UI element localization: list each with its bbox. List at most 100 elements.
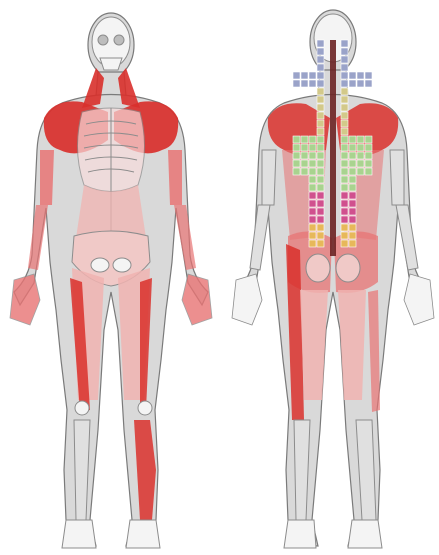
front-body-view <box>10 13 212 548</box>
spine-grid-cell <box>357 160 364 167</box>
spine-grid-cell <box>349 216 356 223</box>
spine-grid-cell <box>317 56 324 63</box>
front-knees <box>75 401 152 415</box>
spine-grid-cell <box>293 168 300 175</box>
spine-grid-cell <box>349 72 356 79</box>
spine-grid-cell <box>357 152 364 159</box>
spine-grid-cell <box>317 192 324 199</box>
spine-grid-cell <box>341 96 348 103</box>
spine-grid-cell <box>341 184 348 191</box>
spine-grid-cell <box>293 160 300 167</box>
spine-grid-cell <box>309 176 316 183</box>
spine-grid-cell <box>309 200 316 207</box>
spine-grid-cell <box>317 216 324 223</box>
spine-grid-cell <box>317 176 324 183</box>
spine-grid-cell <box>349 200 356 207</box>
spine-grid-cell <box>301 136 308 143</box>
spine-grid-cell <box>309 216 316 223</box>
spine-grid-cell <box>301 168 308 175</box>
spine-grid-cell <box>309 144 316 151</box>
spine-grid-cell <box>317 48 324 55</box>
spine-grid-cell <box>341 104 348 111</box>
spine-grid-cell <box>317 64 324 71</box>
spine-grid-cell <box>365 160 372 167</box>
spine-grid-cell <box>309 240 316 247</box>
spine-grid-cell <box>341 208 348 215</box>
spine-grid-cell <box>293 136 300 143</box>
spine-grid-cell <box>341 152 348 159</box>
spine-grid-cell <box>309 192 316 199</box>
spine-grid-cell <box>293 144 300 151</box>
spine-grid-cell <box>309 72 316 79</box>
spine-grid-cell <box>357 72 364 79</box>
spine-grid-cell <box>341 80 348 87</box>
spine-grid-cell <box>341 240 348 247</box>
spine-grid-cell <box>317 88 324 95</box>
front-feet <box>62 520 160 548</box>
spine-grid-cell <box>293 80 300 87</box>
spine-grid-cell <box>341 48 348 55</box>
back-body-view <box>232 10 434 548</box>
spine-grid-cell <box>341 112 348 119</box>
spine-grid-cell <box>317 152 324 159</box>
spine-grid-cell <box>309 80 316 87</box>
spine-grid-cell <box>293 152 300 159</box>
spine-grid-cell <box>349 208 356 215</box>
spine-grid-cell <box>301 144 308 151</box>
spine-grid-cell <box>301 72 308 79</box>
spine-grid-cell <box>317 104 324 111</box>
spine-grid-cell <box>301 80 308 87</box>
spine-grid-cell <box>309 168 316 175</box>
spine-grid-cell <box>317 184 324 191</box>
spine-grid-cell <box>365 72 372 79</box>
spine-grid-cell <box>341 72 348 79</box>
spine-grid-cell <box>317 200 324 207</box>
spine-grid-cell <box>309 136 316 143</box>
spine-grid-cell <box>349 192 356 199</box>
spine-grid-cell <box>317 96 324 103</box>
spine-grid-cell <box>349 168 356 175</box>
spine-grid-cell <box>349 224 356 231</box>
spine-grid-cell <box>341 128 348 135</box>
spine-grid-cell <box>357 136 364 143</box>
spine-grid-cell <box>317 112 324 119</box>
spine-grid-cell <box>349 136 356 143</box>
spine-grid-cell <box>349 232 356 239</box>
spine-grid-cell <box>341 144 348 151</box>
spine-grid-cell <box>365 152 372 159</box>
spine-grid-cell <box>349 160 356 167</box>
spine-grid-cell <box>317 168 324 175</box>
spine-grid-cell <box>301 152 308 159</box>
spine-grid-cell <box>341 120 348 127</box>
spine-grid-cell <box>365 136 372 143</box>
spine-grid-cell <box>341 232 348 239</box>
spine-grid-cell <box>341 40 348 47</box>
spine-grid-cell <box>317 128 324 135</box>
spine-grid-cell <box>357 144 364 151</box>
spine-grid-cell <box>357 168 364 175</box>
spine-grid-cell <box>341 64 348 71</box>
spine-grid-cell <box>317 144 324 151</box>
spine-grid-cell <box>349 152 356 159</box>
spine-grid-cell <box>341 88 348 95</box>
spine-grid-cell <box>317 240 324 247</box>
spine-grid-cell <box>365 80 372 87</box>
spine-grid-cell <box>309 208 316 215</box>
spine-grid-cell <box>349 240 356 247</box>
spine-grid-cell <box>341 216 348 223</box>
spine-grid-cell <box>349 176 356 183</box>
spine-grid-cell <box>341 176 348 183</box>
back-spine <box>330 40 336 256</box>
spine-grid-cell <box>309 224 316 231</box>
spine-grid-cell <box>341 168 348 175</box>
spine-grid-cell <box>317 232 324 239</box>
spine-grid-cell <box>317 224 324 231</box>
spine-grid-cell <box>349 80 356 87</box>
spine-grid-cell <box>309 160 316 167</box>
spine-grid-cell <box>301 160 308 167</box>
spine-grid-cell <box>317 160 324 167</box>
spine-grid-cell <box>341 160 348 167</box>
spine-grid-cell <box>309 232 316 239</box>
